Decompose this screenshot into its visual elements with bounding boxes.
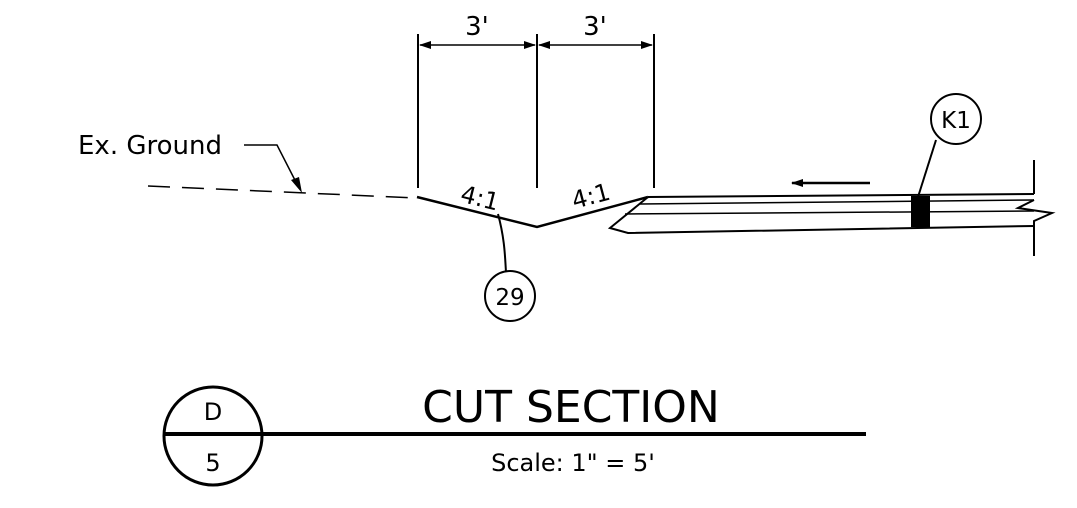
dimension-left-label: 3': [465, 12, 489, 42]
existing-ground-leader: [244, 144, 300, 189]
note-leader: [497, 213, 507, 273]
existing-ground-label: Ex. Ground: [78, 131, 222, 161]
section-scale: Scale: 1" = 5': [491, 449, 655, 477]
keynote-bubble: [930, 93, 982, 145]
note-label: 29: [495, 285, 524, 311]
dimension-right-label: 3': [583, 12, 607, 42]
keynote-label: K1: [941, 108, 971, 134]
section-title: CUT SECTION: [422, 382, 720, 433]
existing-ground-leader-arrow: [291, 177, 302, 193]
pavement-section: [607, 160, 1056, 256]
ditch-profile: [416, 195, 649, 229]
section-marker-sheet: 5: [205, 449, 220, 477]
keynote-leader: [917, 139, 937, 198]
section-marker-letter: D: [204, 398, 222, 426]
note-bubble: [484, 270, 536, 322]
slope-left-label: 4:1: [458, 180, 502, 217]
existing-ground-line: [147, 185, 418, 199]
keynote-marker-block: [911, 196, 930, 227]
